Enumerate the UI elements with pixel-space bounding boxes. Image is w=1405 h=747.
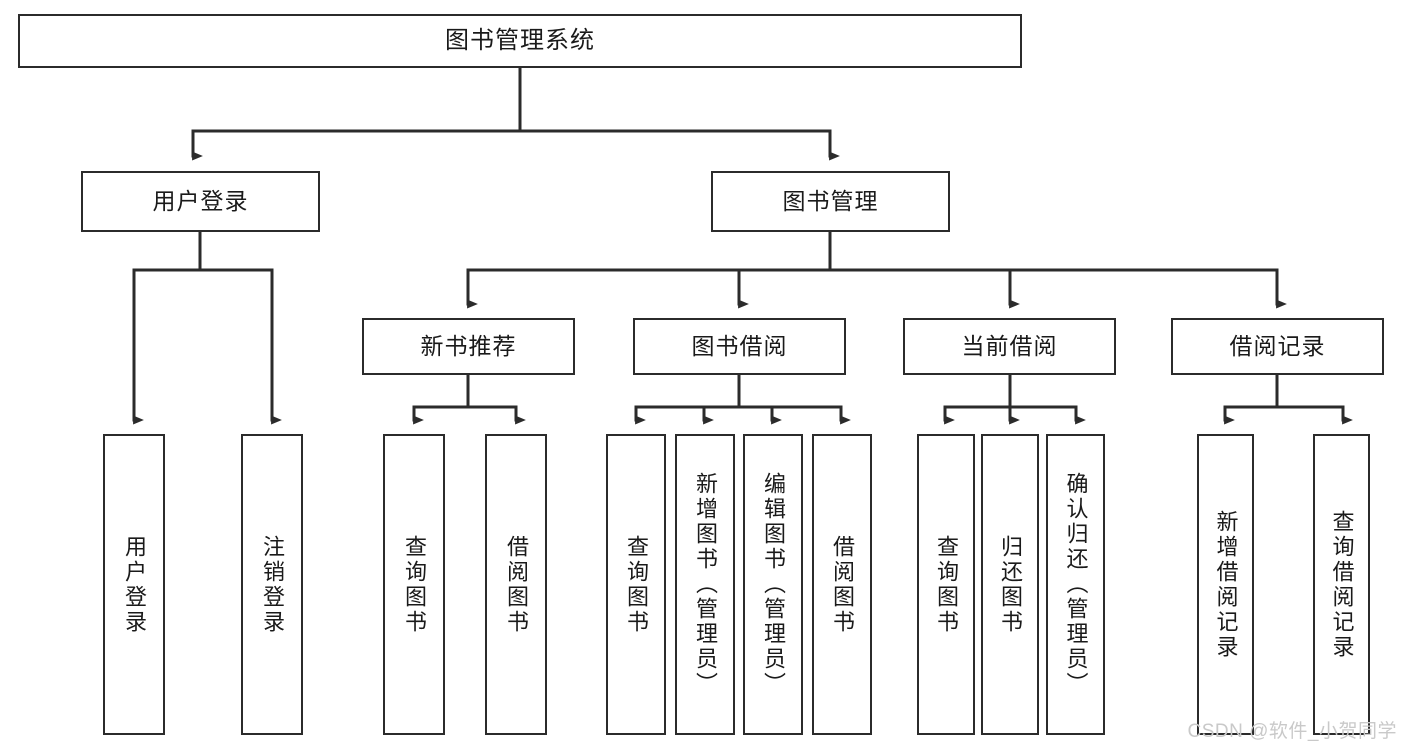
leaf-query-books-borrow[interactable]: 查询图书 bbox=[606, 434, 666, 735]
node-new-book-recommendation[interactable]: 新书推荐 bbox=[362, 318, 575, 375]
node-label: 用户登录 bbox=[122, 534, 147, 635]
node-label: 新书推荐 bbox=[420, 332, 517, 359]
node-current-borrowing[interactable]: 当前借阅 bbox=[903, 318, 1116, 375]
node-borrowing-records[interactable]: 借阅记录 bbox=[1171, 318, 1384, 375]
leaf-borrow-books[interactable]: 借阅图书 bbox=[812, 434, 872, 735]
leaf-query-borrow-record[interactable]: 查询借阅记录 bbox=[1313, 434, 1370, 735]
leaf-borrow-books-new[interactable]: 借阅图书 bbox=[485, 434, 547, 735]
node-book-management[interactable]: 图书管理 bbox=[711, 171, 950, 232]
leaf-query-books-current[interactable]: 查询图书 bbox=[917, 434, 975, 735]
node-label: 归还图书 bbox=[998, 534, 1023, 635]
node-label: 图书管理系统 bbox=[445, 26, 595, 54]
node-label: 查询借阅记录 bbox=[1329, 509, 1355, 660]
node-book-borrowing[interactable]: 图书借阅 bbox=[633, 318, 846, 375]
node-user-login[interactable]: 用户登录 bbox=[81, 171, 320, 232]
leaf-query-books-new[interactable]: 查询图书 bbox=[383, 434, 445, 735]
node-label: 借阅图书 bbox=[504, 534, 529, 635]
leaf-logout[interactable]: 注销登录 bbox=[241, 434, 303, 735]
node-label: 图书借阅 bbox=[691, 332, 788, 359]
leaf-add-borrow-record[interactable]: 新增借阅记录 bbox=[1197, 434, 1254, 735]
leaf-confirm-return-admin[interactable]: 确认归还（管理员） bbox=[1046, 434, 1105, 735]
node-label: 当前借阅 bbox=[961, 332, 1058, 359]
leaf-user-login[interactable]: 用户登录 bbox=[103, 434, 165, 735]
node-label: 注销登录 bbox=[260, 534, 285, 635]
leaf-return-books[interactable]: 归还图书 bbox=[981, 434, 1039, 735]
node-label: 借阅记录 bbox=[1229, 332, 1326, 359]
node-label: 确认归还（管理员） bbox=[1063, 472, 1089, 697]
node-label: 查询图书 bbox=[624, 534, 649, 635]
node-label: 编辑图书（管理员） bbox=[761, 472, 786, 697]
node-label: 新增图书（管理员） bbox=[693, 472, 718, 697]
node-label: 查询图书 bbox=[934, 534, 959, 635]
leaf-edit-book-admin[interactable]: 编辑图书（管理员） bbox=[743, 434, 803, 735]
node-label: 图书管理 bbox=[782, 187, 879, 214]
leaf-add-book-admin[interactable]: 新增图书（管理员） bbox=[675, 434, 735, 735]
node-label: 新增借阅记录 bbox=[1213, 509, 1239, 660]
node-label: 借阅图书 bbox=[830, 534, 855, 635]
node-label: 用户登录 bbox=[152, 187, 249, 214]
node-book-management-system[interactable]: 图书管理系统 bbox=[18, 14, 1022, 68]
node-label: 查询图书 bbox=[402, 534, 427, 635]
csdn-watermark: CSDN @软件_小贺同学 bbox=[1187, 721, 1397, 742]
